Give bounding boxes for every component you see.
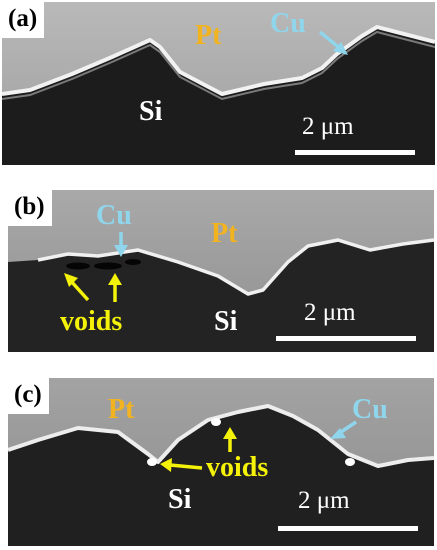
cu-label: Cu [270,8,306,39]
si-label: Si [214,306,238,337]
scale-bar-label: 2 μm [302,113,354,140]
cu-arrow [330,420,357,439]
sem-image-c [8,378,434,546]
voids-label: voids [206,452,269,483]
si-label: Si [139,96,163,127]
panel-tag: (a) [2,2,45,38]
cu-label: Cu [352,394,388,425]
sem-panel-b: (b) Cu Pt voids Si 2 μm [8,190,434,352]
panel-tag: (b) [8,190,52,226]
void-arrow-right [108,273,122,302]
scale-bar [295,150,415,155]
void-arrow-left [160,458,203,472]
pt-label: Pt [195,20,222,51]
void-arrow-left [64,273,90,302]
voids-label: voids [60,306,123,337]
panel-tag: (c) [8,378,49,414]
sem-panel-a: (a) Pt Cu Si 2 μm [2,2,435,165]
scale-bar [276,336,416,341]
sem-panel-c: (c) Pt Cu voids Si 2 μm [8,378,434,546]
cu-arrow [114,232,128,257]
scale-bar-label: 2 μm [298,487,350,514]
cu-label: Cu [96,200,132,231]
sem-image-a [2,2,435,165]
annotation-arrows [160,420,357,472]
sem-image-b [8,190,434,352]
scale-bar-label: 2 μm [304,299,356,326]
annotation-arrows [64,232,128,302]
pt-label: Pt [108,394,135,425]
scale-bar [278,526,418,531]
cu-arrow [318,30,348,55]
void-arrow-up [223,427,237,452]
pt-label: Pt [211,218,238,249]
si-label: Si [168,484,192,515]
